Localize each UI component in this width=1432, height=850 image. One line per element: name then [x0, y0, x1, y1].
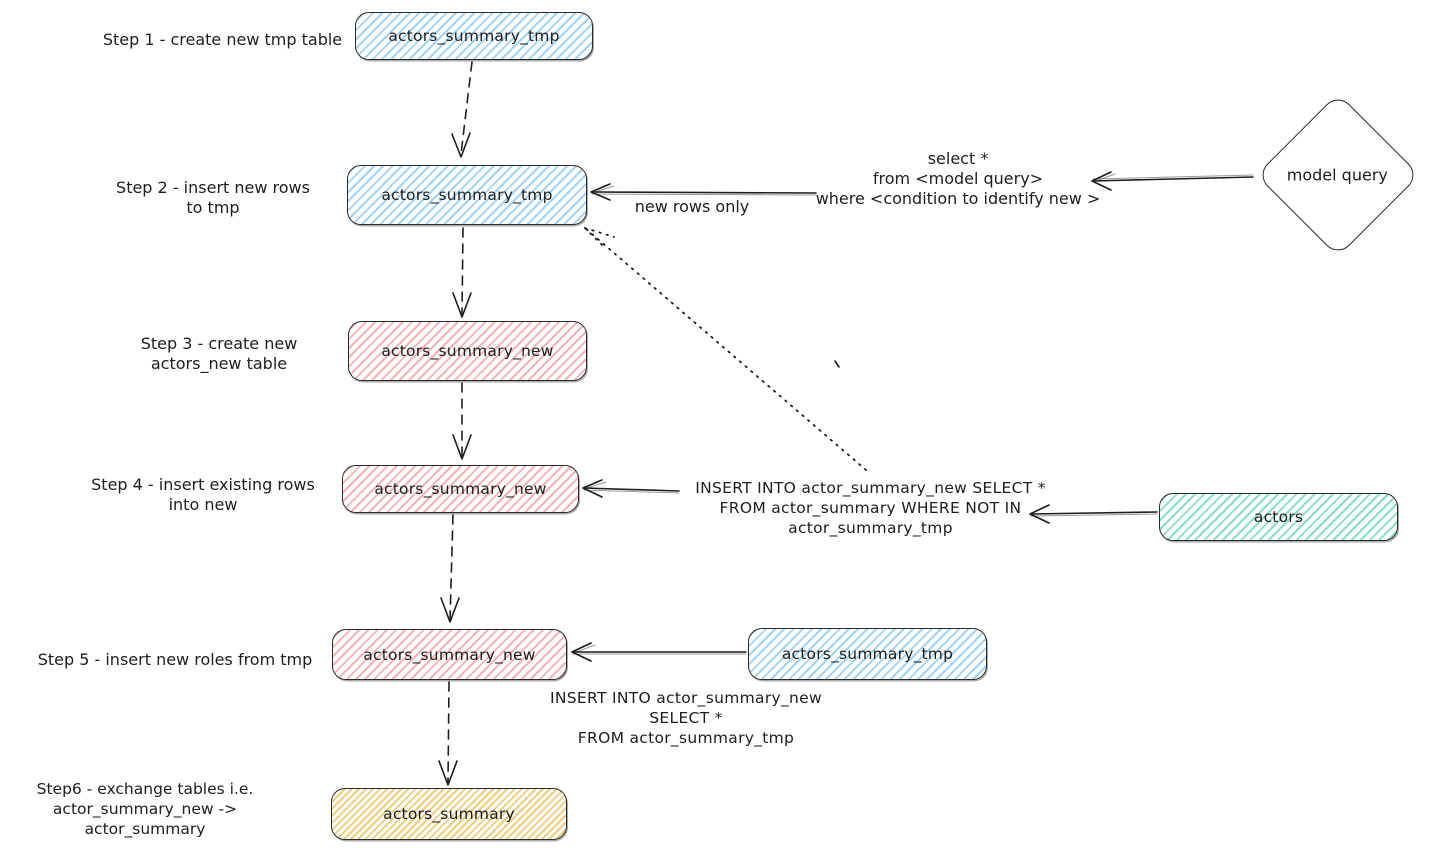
node-label: actors_summary_tmp	[381, 186, 553, 204]
arrow-step3-to-step4	[452, 382, 472, 460]
arrow-actors-to-insert-caption	[1029, 504, 1158, 524]
insert-from-tmp-line: SELECT *	[649, 709, 723, 727]
step4-node-actors-summary-new: actors_summary_new	[342, 465, 579, 513]
insert-from-tmp-line: FROM actor_summary_tmp	[577, 729, 795, 747]
select-query-caption: select * from <model query> where <condi…	[808, 149, 1108, 209]
arrow-step1-to-step2	[451, 61, 473, 158]
arrow-step2-to-step3	[452, 227, 472, 318]
node-label: actors_summary_new	[381, 342, 554, 360]
step3-label-line: actors_new table	[150, 354, 288, 373]
node-label: actors_summary_tmp	[388, 27, 560, 45]
step6-label: Step6 - exchange tables i.e. actor_summa…	[0, 779, 290, 839]
step5-label-line: Step 5 - insert new roles from tmp	[37, 650, 313, 669]
stray-tick-mark	[834, 360, 840, 368]
node-label: actors	[1253, 508, 1304, 526]
node-label: actors_summary_new	[374, 480, 547, 498]
arrow-insert-caption-to-step4	[582, 479, 680, 498]
insert-existing-line: FROM actor_summary WHERE NOT IN	[719, 499, 1022, 517]
tmp-source-node-actors-summary-tmp: actors_summary_tmp	[748, 628, 987, 680]
step6-label-line: actor_summary_new -> actor_summary	[52, 800, 238, 838]
insert-existing-caption: INSERT INTO actor_summary_new SELECT * F…	[668, 478, 1073, 538]
insert-existing-line: INSERT INTO actor_summary_new SELECT *	[695, 479, 1046, 497]
arrow-step4-to-step5	[440, 514, 460, 623]
arrow-select-to-step2	[590, 183, 817, 201]
step3-label-line: Step 3 - create new	[140, 334, 298, 353]
step2-label: Step 2 - insert new rows to tmp	[93, 178, 333, 218]
step4-label-line: into new	[168, 495, 238, 514]
step5-node-actors-summary-new: actors_summary_new	[332, 629, 567, 680]
arrow-tmp-source-to-step5	[571, 642, 747, 662]
step1-label: Step 1 - create new tmp table	[95, 30, 350, 50]
node-label: actors_summary	[383, 805, 515, 823]
arrow-step5-to-step6	[438, 681, 458, 786]
step3-label: Step 3 - create new actors_new table	[99, 334, 339, 374]
step2-label-line: Step 2 - insert new rows	[116, 178, 310, 197]
node-label: actors_summary_tmp	[781, 645, 954, 663]
insert-from-tmp-line: INSERT INTO actor_summary_new	[550, 689, 822, 707]
dotted-arrow-insert-to-step2-tmp	[584, 227, 867, 471]
select-query-line: select *	[927, 149, 989, 168]
new-rows-only-label: new rows only	[634, 197, 750, 216]
step1-label-line: Step 1 - create new tmp table	[102, 30, 343, 49]
step2-node-actors-summary-tmp: actors_summary_tmp	[347, 165, 587, 225]
step5-label: Step 5 - insert new roles from tmp	[30, 650, 320, 670]
step3-node-actors-summary-new: actors_summary_new	[348, 321, 587, 381]
step1-node-actors-summary-tmp: actors_summary_tmp	[355, 12, 593, 60]
arrow-model-query-to-select	[1091, 171, 1254, 191]
actors-node: actors	[1159, 493, 1398, 541]
step6-label-line: Step6 - exchange tables i.e.	[36, 780, 254, 798]
step2-label-line: to tmp	[186, 198, 240, 217]
insert-from-tmp-caption: INSERT INTO actor_summary_new SELECT * F…	[536, 688, 836, 748]
step4-label: Step 4 - insert existing rows into new	[83, 475, 323, 515]
step4-label-line: Step 4 - insert existing rows	[91, 475, 315, 494]
node-label: model query	[1287, 165, 1389, 185]
select-query-line: where <condition to identify new >	[815, 189, 1101, 208]
select-query-line: from <model query>	[872, 169, 1044, 188]
node-label: actors_summary_new	[363, 645, 536, 664]
step6-node-actors-summary: actors_summary	[331, 788, 567, 840]
insert-existing-line: actor_summary_tmp	[788, 519, 953, 537]
